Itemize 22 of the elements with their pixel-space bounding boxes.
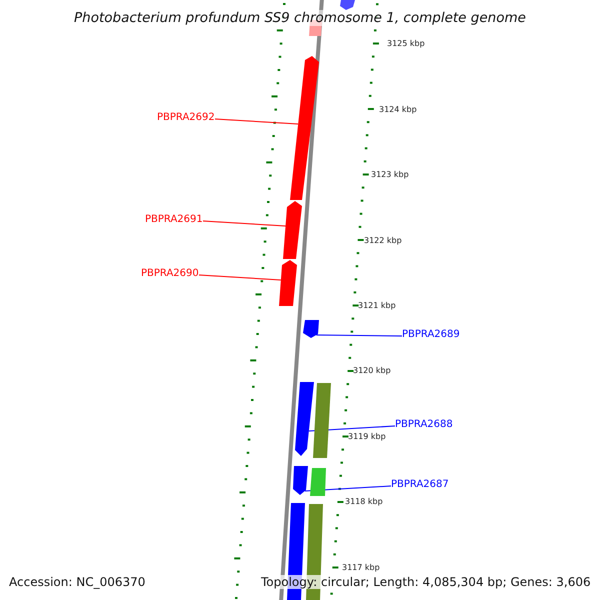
scale-label: 3120 kbp bbox=[353, 366, 391, 374]
leader-line bbox=[198, 274, 282, 280]
scale-label: 3122 kbp bbox=[364, 236, 402, 244]
footer-text: Accession: NC_006370 bbox=[9, 575, 146, 589]
scale-label: 3119 kbp bbox=[348, 432, 386, 440]
scale-label: 3118 kbp bbox=[345, 496, 383, 506]
scale-label: 3123 kbp bbox=[371, 170, 409, 178]
leader-line bbox=[202, 220, 286, 226]
gene-label: PBPRA2688 bbox=[395, 418, 453, 430]
title: Photobacterium profundum SS9 chromosome 1, complete genome bbox=[74, 10, 526, 26]
leader-line bbox=[316, 334, 402, 336]
scale-label: 3117 kbp bbox=[342, 562, 380, 572]
footer-text: Topology: circular; Length: 4,085,304 bp; Genes: 3,606 bbox=[261, 575, 591, 589]
gene-label: PBPRA2692 bbox=[157, 112, 215, 122]
scale-label: 3125 kbp bbox=[387, 38, 425, 48]
gene-label: PBPRA2691 bbox=[145, 214, 203, 224]
scale-label: 3124 kbp bbox=[379, 104, 417, 114]
gene-label: PBPRA2689 bbox=[402, 328, 460, 340]
scale-label: 3121 kbp bbox=[358, 300, 396, 310]
gene-label: PBPRA2687 bbox=[391, 478, 449, 490]
leader-line bbox=[214, 118, 299, 124]
gene-label: PBPRA2690 bbox=[141, 268, 199, 278]
